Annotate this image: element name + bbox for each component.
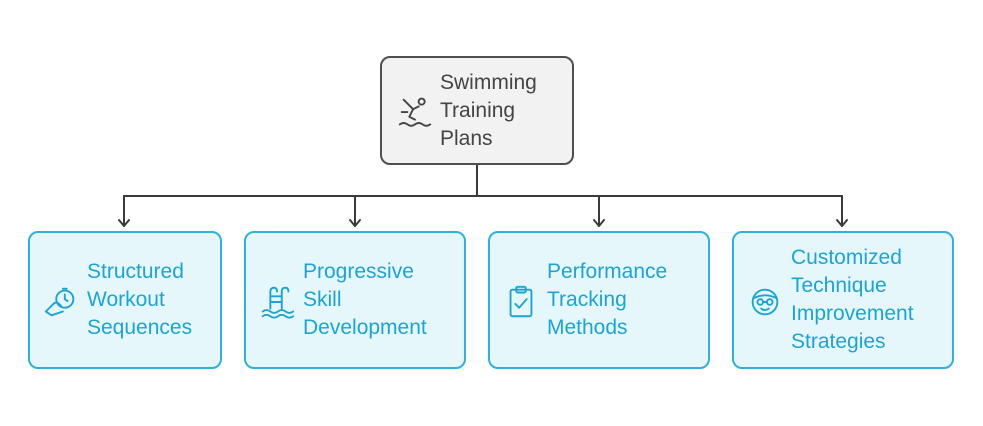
swimmer-goggles-icon <box>751 288 779 316</box>
node-label: Customized Technique Improvement Strateg… <box>791 246 914 353</box>
node-label: Progressive Skill Development <box>303 260 427 339</box>
node-label: Performance Tracking Methods <box>547 260 668 339</box>
arrowhead-2 <box>349 219 361 227</box>
node-customized-technique-improvement-strategies: Customized Technique Improvement Strateg… <box>732 231 954 369</box>
stopwatch-hand-icon <box>44 287 75 317</box>
clipboard-check-icon <box>509 285 533 318</box>
root-node: Swimming Training Plans <box>380 56 574 165</box>
arrowhead-3 <box>593 219 605 227</box>
swimmer-diving-icon <box>398 97 432 127</box>
node-structured-workout-sequences: Structured Workout Sequences <box>28 231 222 369</box>
root-label: Swimming Training Plans <box>440 70 537 150</box>
arrowhead-4 <box>836 219 848 227</box>
node-progressive-skill-development: Progressive Skill Development <box>244 231 466 369</box>
node-label: Structured Workout Sequences <box>87 260 193 339</box>
node-performance-tracking-methods: Performance Tracking Methods <box>488 231 710 369</box>
pool-ladder-icon <box>261 286 295 319</box>
arrowhead-1 <box>118 219 130 227</box>
